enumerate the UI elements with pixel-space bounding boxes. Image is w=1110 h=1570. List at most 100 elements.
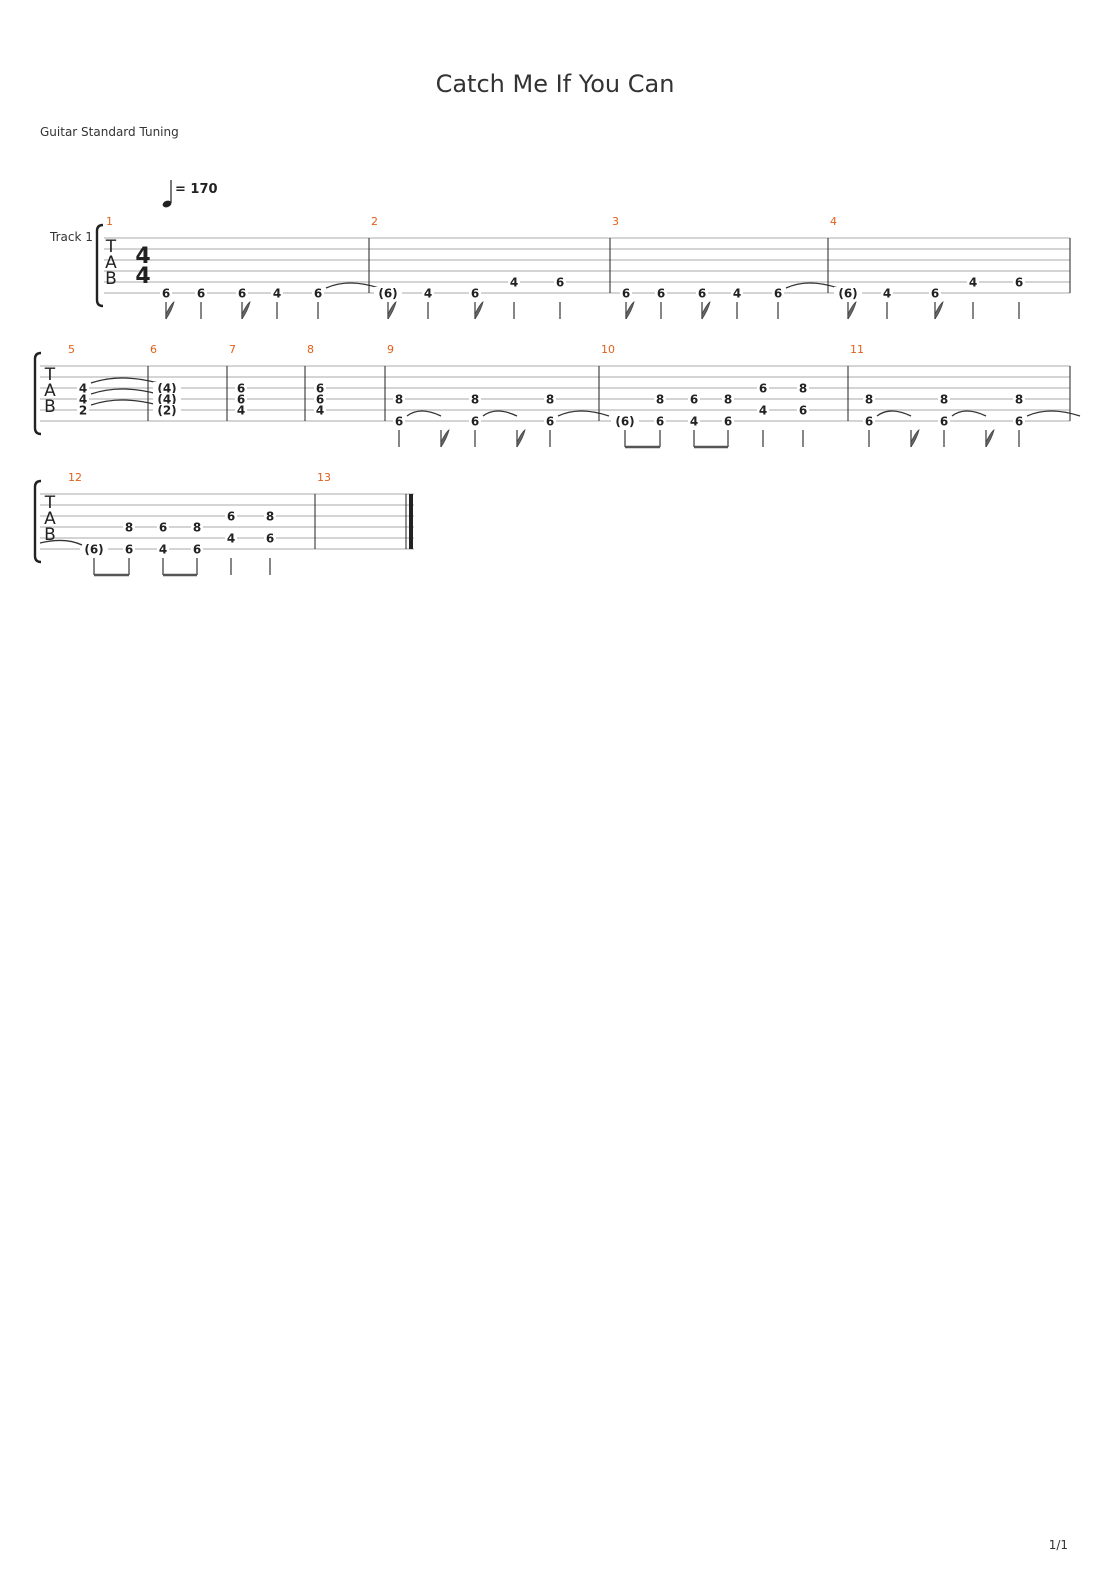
fret-number: 4 bbox=[510, 276, 518, 290]
tie bbox=[90, 377, 159, 384]
fret-number: 4 bbox=[79, 393, 87, 407]
fret-bg bbox=[688, 415, 700, 427]
note-flag bbox=[701, 301, 711, 320]
fret-number: 6 bbox=[395, 415, 403, 429]
fret-bg bbox=[544, 415, 556, 427]
fret-bg bbox=[393, 393, 405, 405]
fret-bg bbox=[374, 287, 402, 299]
measure-number: 10 bbox=[601, 343, 615, 356]
note-flag bbox=[625, 301, 635, 320]
fret-bg bbox=[834, 287, 862, 299]
fret-number: 6 bbox=[556, 276, 564, 290]
fret-bg bbox=[620, 287, 632, 299]
fret-bg bbox=[554, 276, 566, 288]
fret-bg bbox=[1013, 276, 1025, 288]
measure-number: 11 bbox=[850, 343, 864, 356]
fret-number: 6 bbox=[759, 382, 767, 396]
fret-bg bbox=[654, 415, 666, 427]
fret-number: 6 bbox=[698, 287, 706, 301]
note-flag bbox=[847, 301, 857, 320]
fret-number: 6 bbox=[940, 415, 948, 429]
fret-bg bbox=[235, 404, 247, 416]
fret-number: 4 bbox=[883, 287, 891, 301]
fret-number: 8 bbox=[471, 393, 479, 407]
fret-number: 4 bbox=[159, 543, 167, 557]
fret-bg bbox=[797, 404, 809, 416]
fret-bg bbox=[123, 521, 135, 533]
tab-clef-letter: B bbox=[44, 525, 56, 545]
fret-number: 6 bbox=[931, 287, 939, 301]
fret-number: 6 bbox=[774, 287, 782, 301]
page-number: 1/1 bbox=[1048, 1538, 1068, 1552]
fret-number: (6) bbox=[378, 287, 397, 301]
fret-bg bbox=[863, 393, 875, 405]
fret-number: 4 bbox=[273, 287, 281, 301]
fret-number: 4 bbox=[227, 532, 235, 546]
fret-bg bbox=[881, 287, 893, 299]
fret-number: 6 bbox=[227, 510, 235, 524]
tie bbox=[482, 410, 518, 417]
track-name: Track 1 bbox=[49, 230, 93, 244]
fret-bg bbox=[271, 287, 283, 299]
fret-bg bbox=[236, 287, 248, 299]
tab-clef-letter: T bbox=[44, 493, 56, 513]
fret-number: 6 bbox=[237, 393, 245, 407]
tie bbox=[557, 410, 610, 417]
fret-bg bbox=[696, 287, 708, 299]
tempo-marking: = 170 bbox=[162, 180, 218, 208]
fret-number: 2 bbox=[79, 404, 87, 418]
fret-number: 6 bbox=[546, 415, 554, 429]
fret-bg bbox=[508, 276, 520, 288]
fret-number: 6 bbox=[1015, 276, 1023, 290]
fret-bg bbox=[797, 382, 809, 394]
fret-number: (6) bbox=[615, 415, 634, 429]
fret-number: (2) bbox=[157, 404, 176, 418]
measure-number: 8 bbox=[307, 343, 314, 356]
note-flag bbox=[474, 301, 484, 320]
fret-bg bbox=[469, 287, 481, 299]
measure-number: 5 bbox=[68, 343, 75, 356]
fret-number: 4 bbox=[759, 404, 767, 418]
fret-number: 6 bbox=[690, 393, 698, 407]
fret-bg bbox=[77, 404, 89, 416]
fret-bg bbox=[422, 287, 434, 299]
note-flag bbox=[241, 301, 251, 320]
tie bbox=[785, 282, 839, 289]
tab-clef-letter: T bbox=[105, 237, 117, 257]
note-flag bbox=[165, 301, 175, 320]
note-flag bbox=[440, 429, 450, 448]
measure-number: 12 bbox=[68, 471, 82, 484]
fret-number: 6 bbox=[193, 543, 201, 557]
fret-number: 6 bbox=[162, 287, 170, 301]
measure-number: 1 bbox=[106, 215, 113, 228]
tab-clef-letter: A bbox=[105, 253, 117, 273]
tie bbox=[876, 410, 912, 417]
fret-bg bbox=[1013, 393, 1025, 405]
system-bracket bbox=[95, 223, 104, 308]
fret-number: 6 bbox=[238, 287, 246, 301]
measure-number: 9 bbox=[387, 343, 394, 356]
fret-number: 6 bbox=[622, 287, 630, 301]
fret-number: 4 bbox=[733, 287, 741, 301]
fret-number: 6 bbox=[657, 287, 665, 301]
fret-number: 4 bbox=[969, 276, 977, 290]
fret-number: 6 bbox=[197, 287, 205, 301]
measure-number: 3 bbox=[612, 215, 619, 228]
fret-number: (6) bbox=[838, 287, 857, 301]
fret-bg bbox=[314, 393, 326, 405]
fret-number: 6 bbox=[316, 382, 324, 396]
fret-bg bbox=[264, 532, 276, 544]
system-bracket bbox=[33, 351, 42, 436]
fret-bg bbox=[157, 521, 169, 533]
fret-bg bbox=[153, 404, 181, 416]
note-flag bbox=[910, 429, 920, 448]
measure-number: 4 bbox=[830, 215, 837, 228]
